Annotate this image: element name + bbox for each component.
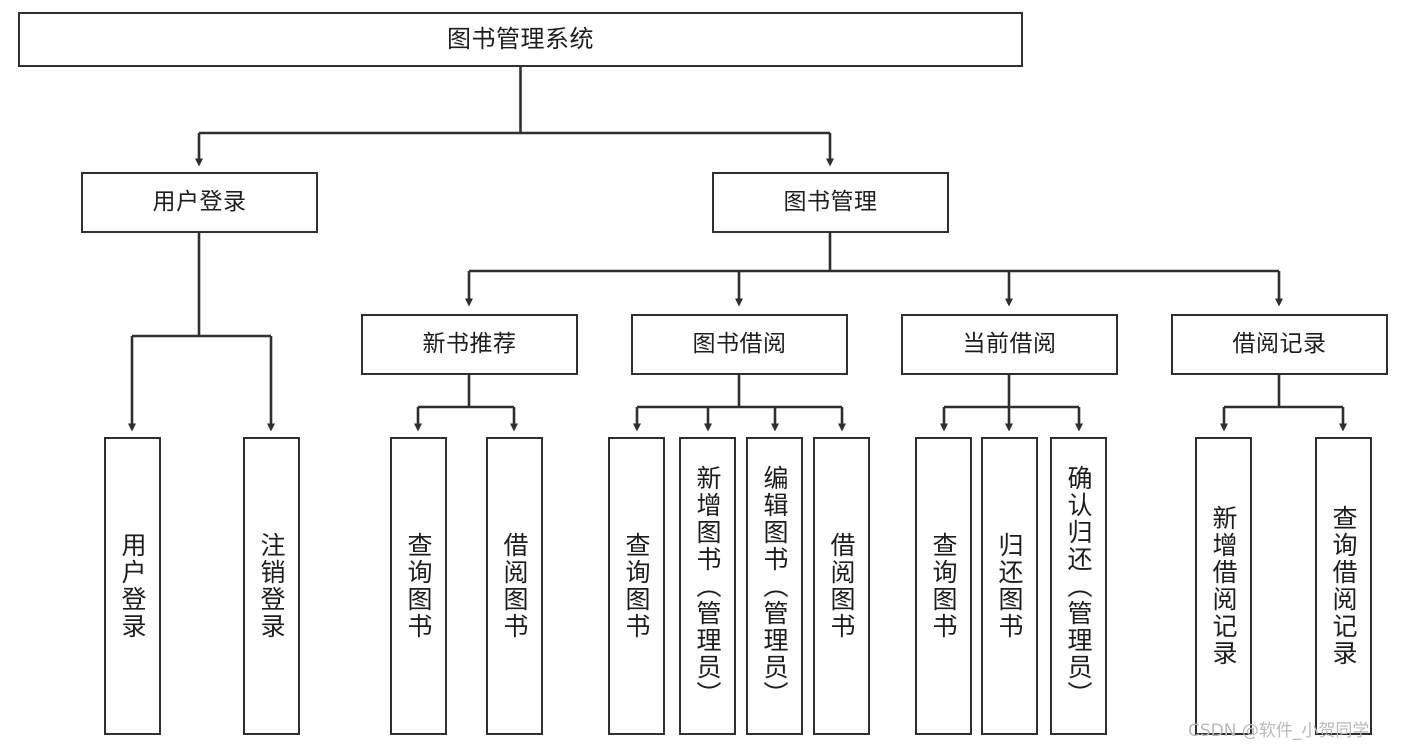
node-label: 查询借阅记录 [1329,505,1358,667]
node-label: 归还图书 [995,532,1024,640]
node-label: 借阅图书 [500,532,529,640]
node-label: 新书推荐 [422,330,517,357]
leaf-current-query-books[interactable]: 查询图书 [915,437,972,735]
leaf-user-login-logout[interactable]: 注销登录 [243,437,300,735]
leaf-borrow-edit-book-admin[interactable]: 编辑图书（管理员） [746,437,803,735]
node-book-management[interactable]: 图书管理 [712,172,949,233]
node-label: 注销登录 [257,532,286,640]
node-label: 图书管理 [783,188,878,215]
node-label: 查询图书 [622,532,651,640]
node-label: 编辑图书（管理员） [760,464,789,708]
node-label: 确认归还（管理员） [1064,464,1093,708]
node-label: 图书借阅 [692,330,787,357]
leaf-new-book-query-books[interactable]: 查询图书 [390,437,447,735]
node-book-borrow[interactable]: 图书借阅 [631,314,848,375]
node-new-book-recommend[interactable]: 新书推荐 [361,314,578,375]
node-label: 当前借阅 [962,330,1057,357]
node-label: 图书管理系统 [447,25,594,54]
leaf-borrow-add-book-admin[interactable]: 新增图书（管理员） [679,437,736,735]
leaf-borrow-borrow-books[interactable]: 借阅图书 [813,437,870,735]
leaf-current-confirm-return-admin[interactable]: 确认归还（管理员） [1050,437,1107,735]
leaf-new-book-borrow-books[interactable]: 借阅图书 [486,437,543,735]
leaf-current-return-books[interactable]: 归还图书 [981,437,1038,735]
node-current-borrow[interactable]: 当前借阅 [901,314,1118,375]
node-label: 查询图书 [404,532,433,640]
leaf-records-query-record[interactable]: 查询借阅记录 [1315,437,1372,735]
node-label: 借阅图书 [827,532,856,640]
node-label: 借阅记录 [1232,330,1327,357]
node-label: 新增借阅记录 [1209,505,1238,667]
node-label: 查询图书 [929,532,958,640]
csdn-watermark: CSDN @软件_小贺同学 [1188,721,1370,741]
node-user-login[interactable]: 用户登录 [81,172,318,233]
node-label: 用户登录 [152,188,247,215]
node-label: 新增图书（管理员） [693,464,722,708]
node-root-book-management-system[interactable]: 图书管理系统 [18,12,1023,67]
leaf-borrow-query-books[interactable]: 查询图书 [608,437,665,735]
leaf-records-add-record[interactable]: 新增借阅记录 [1195,437,1252,735]
node-borrow-records[interactable]: 借阅记录 [1171,314,1388,375]
leaf-user-login-login[interactable]: 用户登录 [104,437,161,735]
node-label: 用户登录 [118,532,147,640]
